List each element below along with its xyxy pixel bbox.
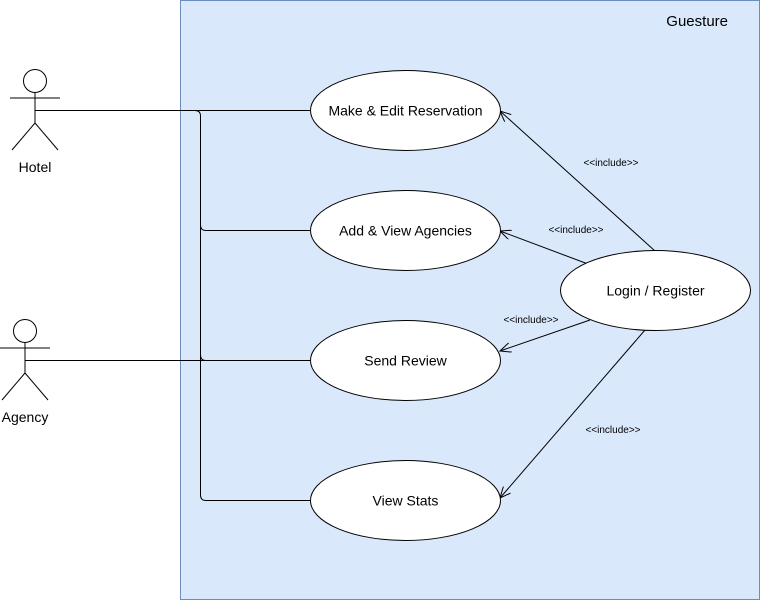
usecase-ellipse[interactable] bbox=[310, 190, 501, 271]
actor-left-leg-icon bbox=[1, 372, 26, 401]
usecase-label: View Stats bbox=[373, 493, 439, 509]
include-arrow-view-stats bbox=[500, 329, 646, 498]
usecase-send-review[interactable]: Send Review bbox=[310, 320, 501, 401]
usecase-label: Send Review bbox=[364, 353, 447, 369]
include-dependencies bbox=[500, 111, 656, 498]
include-label: <<include>> bbox=[585, 425, 640, 436]
associations bbox=[25, 110, 311, 501]
association-hotel-add-view-agencies bbox=[190, 110, 311, 231]
actor-head-icon bbox=[13, 319, 37, 343]
include-label: <<include>> bbox=[503, 315, 558, 326]
actor-head-icon bbox=[23, 69, 47, 93]
usecase-ellipse[interactable] bbox=[310, 70, 501, 151]
usecase-ellipse[interactable] bbox=[560, 250, 751, 331]
actor-hotel[interactable] bbox=[10, 69, 60, 151]
actor-label-hotel: Hotel bbox=[19, 159, 52, 175]
usecase-label: Add & View Agencies bbox=[339, 223, 472, 239]
include-arrow-add-view-agencies bbox=[500, 231, 589, 265]
usecase-ellipse[interactable] bbox=[310, 320, 501, 401]
include-arrow-make-edit-reservation bbox=[500, 111, 656, 252]
usecase-label: Make & Edit Reservation bbox=[328, 103, 482, 119]
actor-right-leg-icon bbox=[24, 372, 49, 401]
usecase-label: Login / Register bbox=[606, 283, 704, 299]
actor-left-leg-icon bbox=[11, 122, 36, 151]
usecase-view-stats[interactable]: View Stats bbox=[310, 460, 501, 541]
actor-agency[interactable] bbox=[0, 319, 50, 401]
include-arrow-send-review bbox=[500, 319, 591, 351]
usecase-make-edit-reservation[interactable]: Make & Edit Reservation bbox=[310, 70, 501, 151]
system-title: Guesture bbox=[666, 13, 728, 30]
include-label: <<include>> bbox=[583, 158, 638, 169]
usecase-add-view-agencies[interactable]: Add & View Agencies bbox=[310, 190, 501, 271]
actor-right-leg-icon bbox=[34, 122, 59, 151]
actor-label-agency: Agency bbox=[2, 409, 49, 425]
usecase-login-register[interactable]: Login / Register bbox=[560, 250, 751, 331]
include-label: <<include>> bbox=[548, 225, 603, 236]
association-hotel-view-stats bbox=[200, 355, 311, 501]
usecase-ellipse[interactable] bbox=[310, 460, 501, 541]
